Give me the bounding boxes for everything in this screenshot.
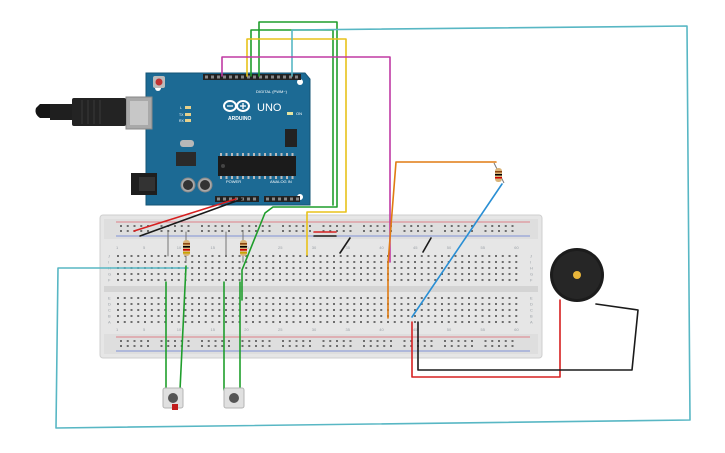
column-label: 30 [312, 245, 317, 250]
on-led-label: ON [296, 111, 302, 116]
l-label: L [180, 106, 182, 110]
row-label: D [108, 302, 111, 307]
power-label: POWER [226, 179, 241, 184]
row-label: G [108, 272, 111, 277]
rx-led [185, 119, 191, 122]
column-label: 35 [346, 327, 351, 332]
row-label: A [108, 320, 111, 325]
row-label: E [530, 296, 533, 301]
column-label: 45 [413, 245, 418, 250]
wire-magenta[interactable] [221, 56, 391, 263]
column-label: 40 [379, 327, 384, 332]
column-label: 15 [211, 327, 216, 332]
row-label: F [530, 278, 533, 283]
analog-label: ANALOG IN [270, 179, 292, 184]
wire-yellow[interactable] [246, 38, 347, 256]
column-label: 20 [244, 327, 249, 332]
digital-header [203, 74, 301, 80]
mounting-hole [297, 79, 303, 85]
resistor[interactable] [240, 240, 247, 256]
arduino-uno[interactable]: ON TX RX L ARDUINO UNO DIGITAL (PWM~) PO… [125, 72, 311, 206]
tx-led [185, 113, 191, 116]
column-label: 10 [177, 245, 182, 250]
pushbutton[interactable] [162, 387, 184, 410]
usb-cable[interactable] [35, 98, 127, 126]
column-label: 10 [177, 327, 182, 332]
wire-red-5v[interactable] [133, 198, 237, 232]
wire-jumper-black[interactable] [339, 237, 351, 254]
row-label: G [530, 272, 533, 277]
wire-green-d2[interactable] [241, 21, 338, 301]
atmega-chip [218, 156, 296, 176]
column-label: 30 [312, 327, 317, 332]
row-label: B [108, 314, 111, 319]
model-label: UNO [257, 102, 282, 114]
wires [55, 21, 691, 429]
wire-black-gnd[interactable] [139, 198, 243, 237]
column-label: 55 [481, 245, 486, 250]
breadboard[interactable]: 1155101015152020252530303535404045455050… [99, 214, 543, 359]
rx-label: RX [179, 119, 185, 123]
column-label: 1 [116, 245, 119, 250]
column-label: 25 [278, 245, 283, 250]
breadboard-holes [117, 225, 518, 347]
row-label: C [530, 308, 533, 313]
column-label: 50 [447, 245, 452, 250]
tx-label: TX [179, 113, 184, 117]
column-label: 60 [514, 245, 519, 250]
wire-cyan[interactable] [55, 25, 691, 429]
row-label: I [530, 260, 531, 265]
brand-label: ARDUINO [228, 116, 251, 122]
row-label: E [108, 296, 111, 301]
column-label: 55 [481, 327, 486, 332]
row-label: F [108, 278, 111, 283]
icsp-header [285, 129, 297, 147]
row-label: C [108, 308, 111, 313]
column-label: 15 [211, 245, 216, 250]
column-label: 5 [143, 327, 146, 332]
resistor[interactable] [183, 240, 190, 256]
column-label: 50 [447, 327, 452, 332]
digital-label: DIGITAL (PWM~) [256, 89, 288, 94]
wire-jumper-black[interactable] [422, 237, 432, 253]
column-label: 25 [278, 327, 283, 332]
arduino-logo-icon [223, 100, 250, 112]
wire-orange[interactable] [387, 161, 497, 319]
on-led [287, 112, 293, 115]
l-led [185, 106, 191, 109]
column-label: 45 [413, 327, 418, 332]
row-label: D [530, 302, 533, 307]
column-label: 1 [116, 327, 119, 332]
row-label: B [530, 314, 533, 319]
column-label: 5 [143, 245, 146, 250]
row-label: I [108, 260, 109, 265]
resistor[interactable] [493, 162, 505, 184]
column-label: 40 [379, 245, 384, 250]
piezo-buzzer[interactable] [550, 248, 604, 302]
row-label: H [530, 266, 533, 271]
column-label: 35 [346, 245, 351, 250]
column-label: 60 [514, 327, 519, 332]
pushbutton[interactable] [223, 387, 245, 409]
wire-green-btn1[interactable] [179, 265, 187, 391]
wire-blue[interactable] [411, 183, 503, 318]
wire-buzzer-black[interactable] [417, 303, 639, 371]
wire-buzzer-red[interactable] [411, 299, 561, 378]
row-label: J [108, 254, 110, 259]
row-label: J [530, 254, 532, 259]
voltage-regulator [176, 152, 196, 166]
row-label: A [530, 320, 533, 325]
analog-header [264, 196, 300, 202]
